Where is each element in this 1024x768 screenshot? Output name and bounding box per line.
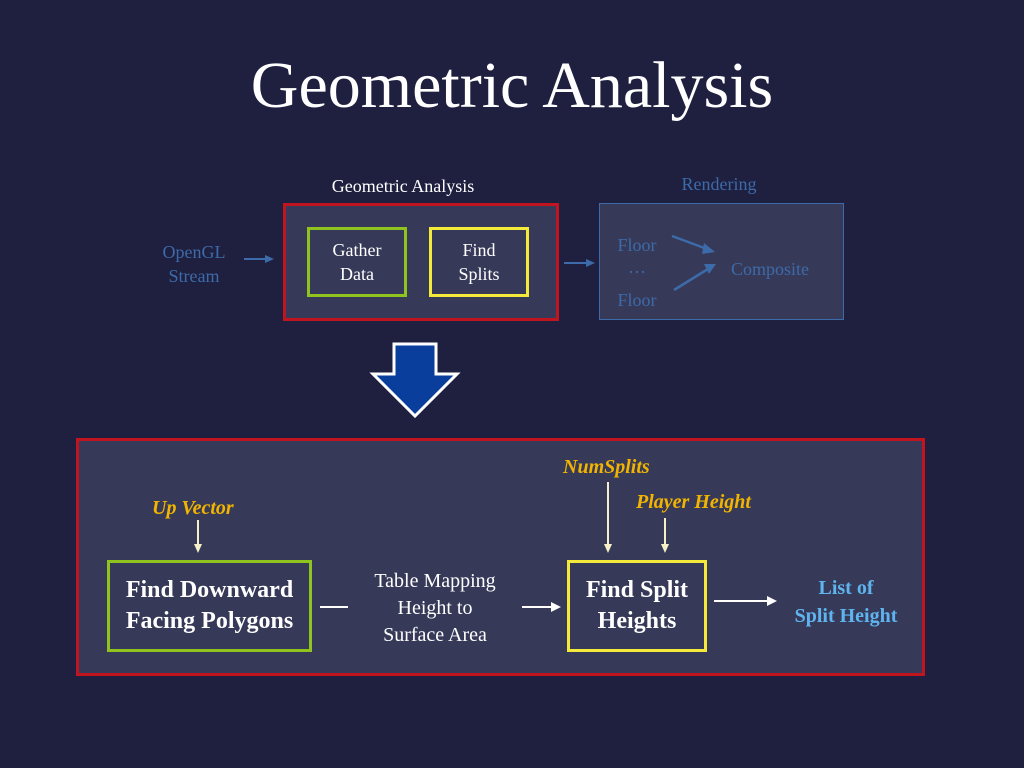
list-of-split-height-label: List of Split Height	[794, 577, 898, 627]
opengl-stream-label: OpenGL Stream	[162, 242, 226, 286]
num-splits-label: NumSplits	[563, 456, 650, 478]
up-vector-label: Up Vector	[152, 497, 234, 519]
floor-ellipsis: …	[628, 257, 646, 277]
big-down-arrow	[369, 342, 461, 419]
rendering-label: Rendering	[681, 174, 757, 194]
floor-top-label: Floor	[617, 235, 657, 255]
geometric-analysis-label: Geometric Analysis	[331, 176, 475, 196]
rendering-box	[599, 203, 844, 320]
player-height-label: Player Height	[636, 491, 751, 513]
gather-data-box: Gather Data	[307, 227, 407, 297]
composite-label: Composite	[730, 259, 809, 279]
floor-bottom-label: Floor	[617, 290, 657, 310]
table-mapping-label: Table Mapping Height to Surface Area	[374, 570, 496, 646]
find-splits-box: Find Splits	[429, 227, 529, 297]
page-title: Geometric Analysis	[250, 49, 774, 122]
find-downward-box: Find Downward Facing Polygons	[107, 560, 312, 652]
arrow-floor-top-to-composite	[671, 234, 708, 251]
arrow-floor-bottom-to-composite	[673, 267, 709, 292]
find-split-heights-box: Find Split Heights	[567, 560, 707, 652]
